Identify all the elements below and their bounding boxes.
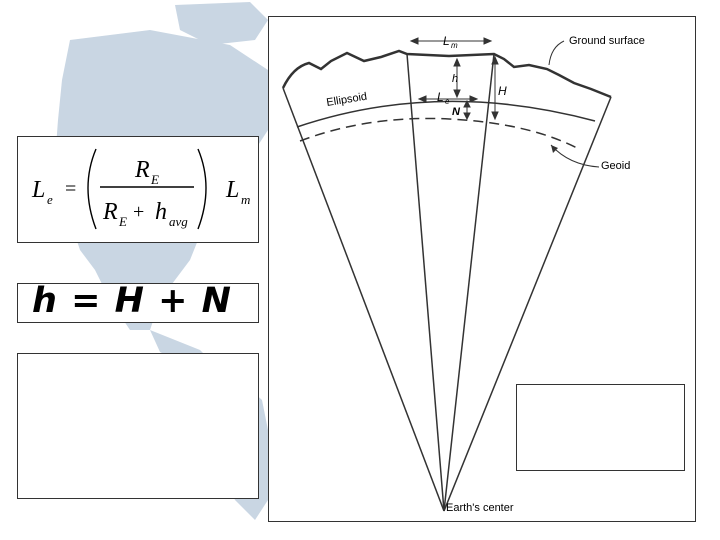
earth-center-label: Earth's center [446,502,514,514]
h-arrow-top [453,57,461,67]
formula-numerator-symbol: R [134,157,150,183]
height-relation-box: h = H + N [17,281,259,323]
right-paren [197,148,207,230]
geoid-leader [550,144,600,168]
lm-subscript: m [451,41,458,50]
radial-line-right [443,96,612,512]
ground-surface-leader [548,40,565,66]
formula-plus: + [133,201,144,223]
empty-text-box-left [17,353,259,499]
lm-label: L [443,34,450,48]
left-paren [87,148,97,230]
formula-denominator-subscript: E [118,214,127,229]
le-arrow-left [417,95,427,103]
formula-lhs-subscript: e [47,192,53,207]
ground-surface-line [281,49,612,99]
big-h-arrow-top [491,55,499,65]
n-arrow-bottom [463,112,471,121]
formula-numerator-subscript: E [150,172,159,187]
formula-lhs-symbol: L [31,177,45,203]
height-relation-text: h = H + N [32,281,232,321]
radial-line-left [282,87,445,512]
n-label: N [452,106,461,118]
ellipsoid-label: Ellipsoid [326,91,368,109]
radial-line-mid-right [443,53,495,512]
big-h-arrow-bottom [491,111,499,121]
radial-line-mid-left [406,53,445,512]
formula-rhs-subscript: m [241,192,250,207]
geoid-arc [299,117,580,150]
le-label: L [437,90,444,104]
ellipsoid-arc [296,100,596,128]
empty-text-box-right [516,384,685,471]
greenland-shape [175,2,268,45]
le-arrow-right [469,95,479,103]
h-arrow-bottom [453,89,461,99]
lm-arrow-right [483,37,493,45]
formula-rhs-symbol: L [225,177,239,203]
formula-h-subscript: avg [169,214,188,229]
h-label: h [452,73,458,85]
lm-arrow-left [409,37,419,45]
ground-surface-label: Ground surface [569,35,645,47]
geodesy-diagram: L m L e h N H Ground surface Ellipsoid G… [281,34,645,514]
formula-equals: = [65,178,76,200]
arc-length-formula: L e = R E R E + h avg L m [31,148,250,230]
le-subscript: e [445,97,450,106]
n-arrow-top [463,99,471,108]
geoid-label: Geoid [601,160,630,172]
formula-denominator-symbol: R [102,199,118,225]
geoid-leader-arrow [551,145,558,153]
arc-length-formula-box: L e = R E R E + h avg L m [17,136,259,243]
big-h-label: H [498,84,507,98]
formula-h-symbol: h [155,199,167,225]
